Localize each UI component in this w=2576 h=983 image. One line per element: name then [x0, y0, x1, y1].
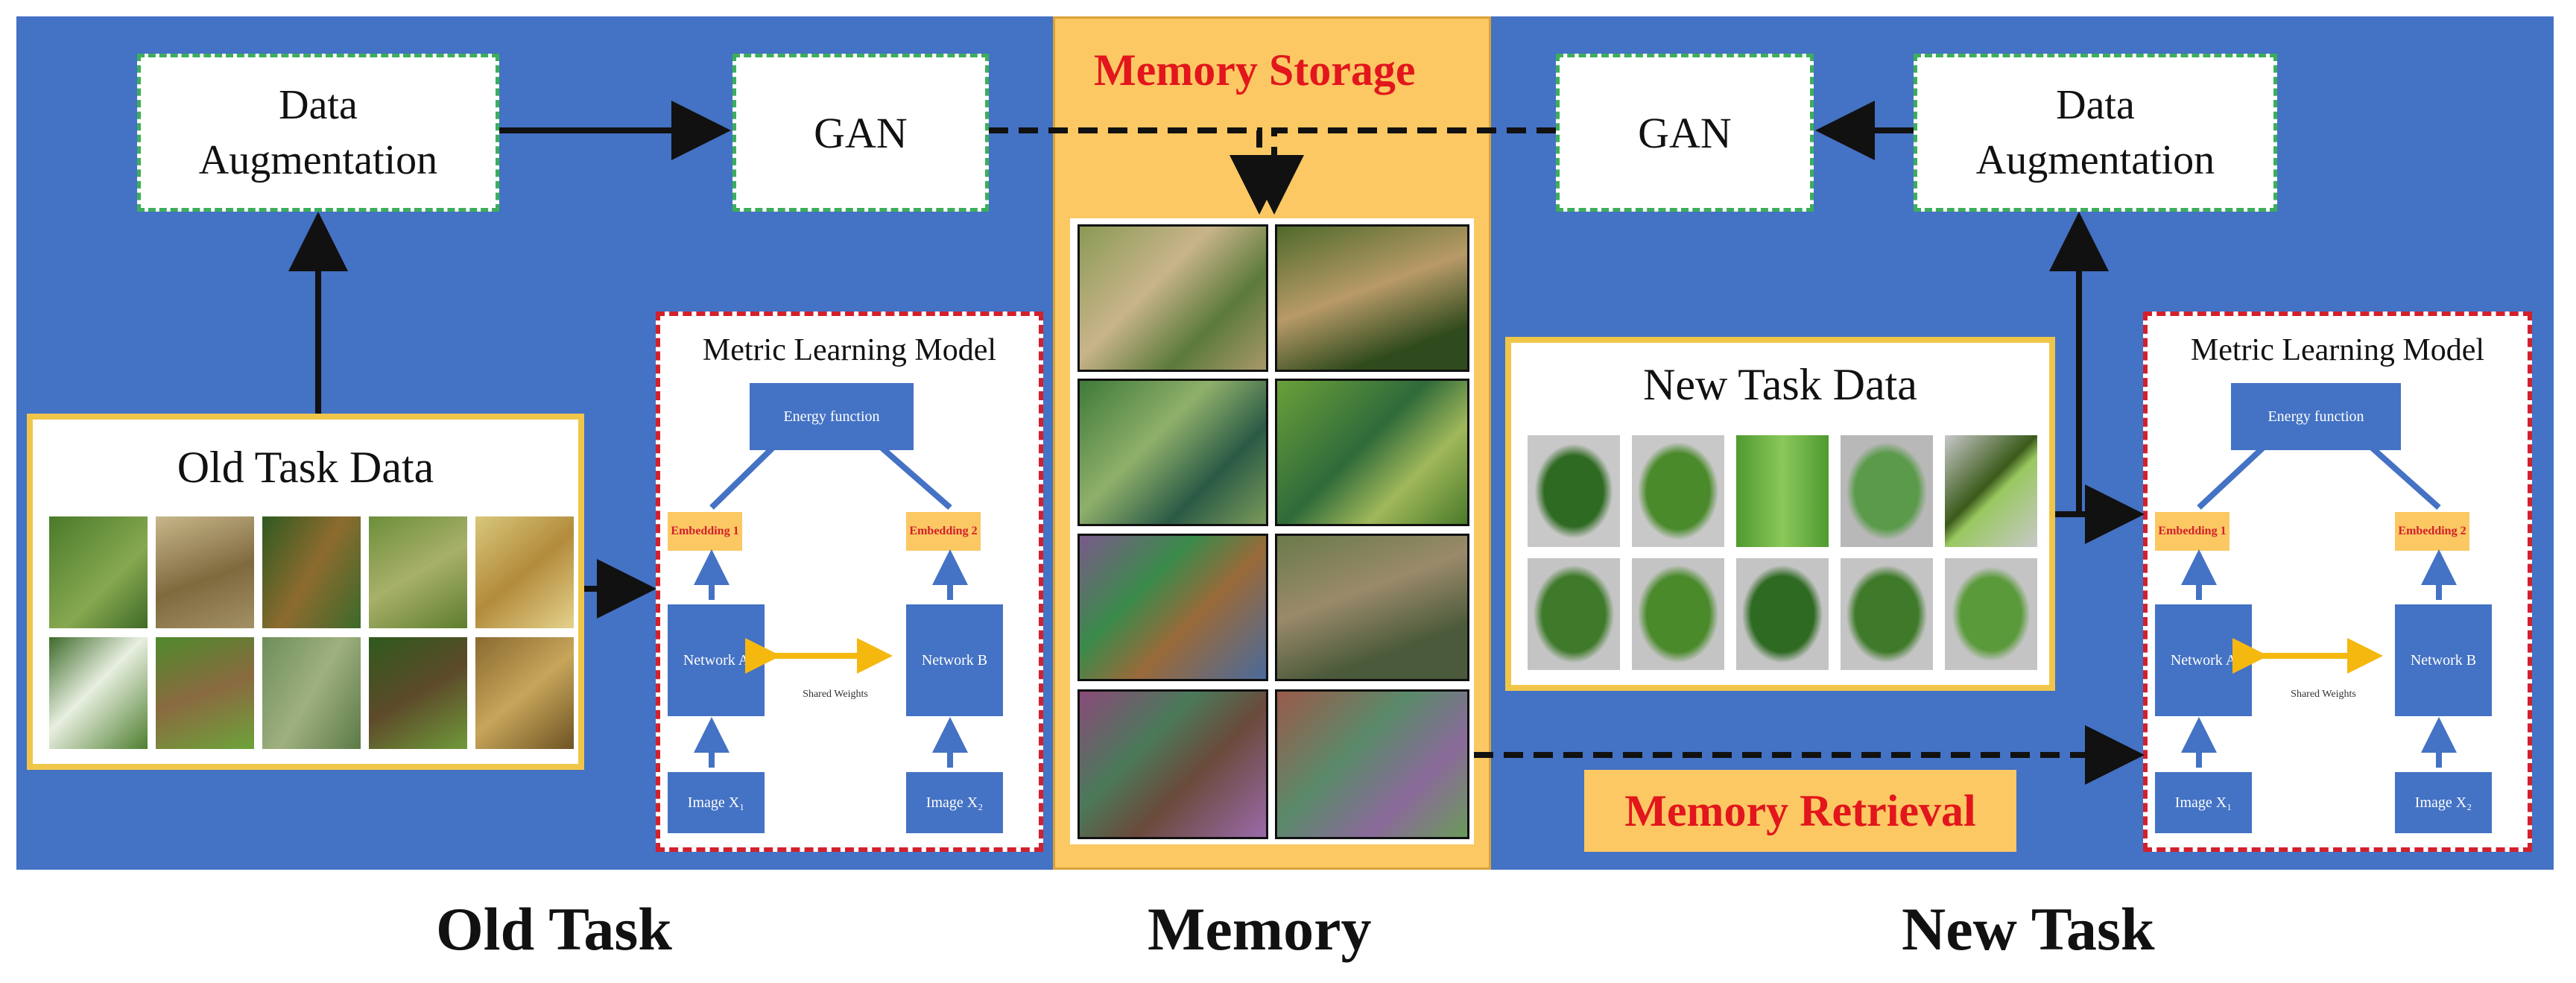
memory-section-label: Memory: [1148, 895, 1372, 963]
insect-thumbnail: [474, 515, 575, 630]
network-a-block: Network A: [2155, 604, 2252, 716]
insect-thumbnail: [261, 636, 362, 750]
shared-weights-label: Shared Weights: [803, 689, 868, 700]
old-metric-learning-model: Metric Learning Model Energy function Em…: [656, 312, 1043, 852]
leaf-thumbnail: [1526, 557, 1621, 671]
leaf-thumbnail: [1943, 557, 2039, 671]
generated-sample: [1275, 224, 1469, 372]
generated-sample: [1077, 379, 1268, 526]
old-task-data-title: Old Task Data: [177, 443, 434, 492]
image-x2-block: Image X₂: [906, 772, 1003, 833]
leaf-thumbnail: [1943, 434, 2039, 549]
leaf-thumbnail: [1735, 557, 1830, 671]
generated-sample: [1077, 534, 1268, 681]
insect-thumbnail: [154, 515, 256, 630]
insect-thumbnail: [367, 636, 469, 750]
insect-thumbnail: [48, 636, 149, 750]
old-data-augmentation-box: Data Augmentation: [137, 54, 499, 212]
old-task-data-box: Old Task Data: [27, 414, 584, 770]
generated-sample: [1077, 224, 1268, 372]
generated-sample: [1077, 689, 1268, 839]
old-gan-box: GAN: [732, 54, 989, 212]
image-x2-block: Image X₂: [2395, 772, 2492, 833]
insect-thumbnail: [154, 636, 256, 750]
new-task-data-box: New Task Data: [1505, 337, 2055, 691]
new-task-section-label: New Task: [1902, 895, 2155, 963]
image-x1-block: Image X₁: [2155, 772, 2252, 833]
leaf-thumbnail: [1526, 434, 1621, 549]
energy-function-block: Energy function: [2231, 383, 2401, 450]
network-b-block: Network B: [2395, 604, 2492, 716]
embedding-2-block: Embedding 2: [906, 512, 981, 551]
memory-samples-frame: [1070, 218, 1474, 844]
model-title: Metric Learning Model: [2190, 333, 2485, 367]
old-task-section-label: Old Task: [436, 895, 672, 963]
memory-storage-label: Memory Storage: [1094, 45, 1416, 95]
insect-thumbnail: [261, 515, 362, 630]
shared-weights-label: Shared Weights: [2291, 689, 2356, 700]
embedding-1-block: Embedding 1: [2155, 512, 2230, 551]
insect-thumbnail: [367, 515, 469, 630]
insect-thumbnail: [48, 515, 149, 630]
network-b-block: Network B: [906, 604, 1003, 716]
generated-sample: [1275, 379, 1469, 526]
model-title: Metric Learning Model: [702, 333, 997, 367]
new-data-augmentation-box: Data Augmentation: [1914, 54, 2277, 212]
leaf-thumbnail: [1735, 434, 1830, 549]
new-task-data-title: New Task Data: [1643, 360, 1917, 409]
leaf-thumbnail: [1630, 434, 1726, 549]
new-metric-learning-model: Metric Learning Model Energy function Em…: [2143, 312, 2532, 852]
image-x1-block: Image X₁: [668, 772, 765, 833]
generated-sample: [1275, 689, 1469, 839]
new-gan-box: GAN: [1556, 54, 1814, 212]
memory-retrieval-box: Memory Retrieval: [1584, 770, 2016, 852]
leaf-thumbnail: [1839, 557, 1934, 671]
leaf-thumbnail: [1630, 557, 1726, 671]
energy-function-block: Energy function: [750, 383, 914, 450]
insect-thumbnail: [474, 636, 575, 750]
memory-retrieval-label: Memory Retrieval: [1624, 786, 1976, 835]
network-a-block: Network A: [668, 604, 765, 716]
embedding-2-block: Embedding 2: [2395, 512, 2469, 551]
leaf-thumbnail: [1839, 434, 1934, 549]
embedding-1-block: Embedding 1: [668, 512, 742, 551]
generated-sample: [1275, 534, 1469, 681]
